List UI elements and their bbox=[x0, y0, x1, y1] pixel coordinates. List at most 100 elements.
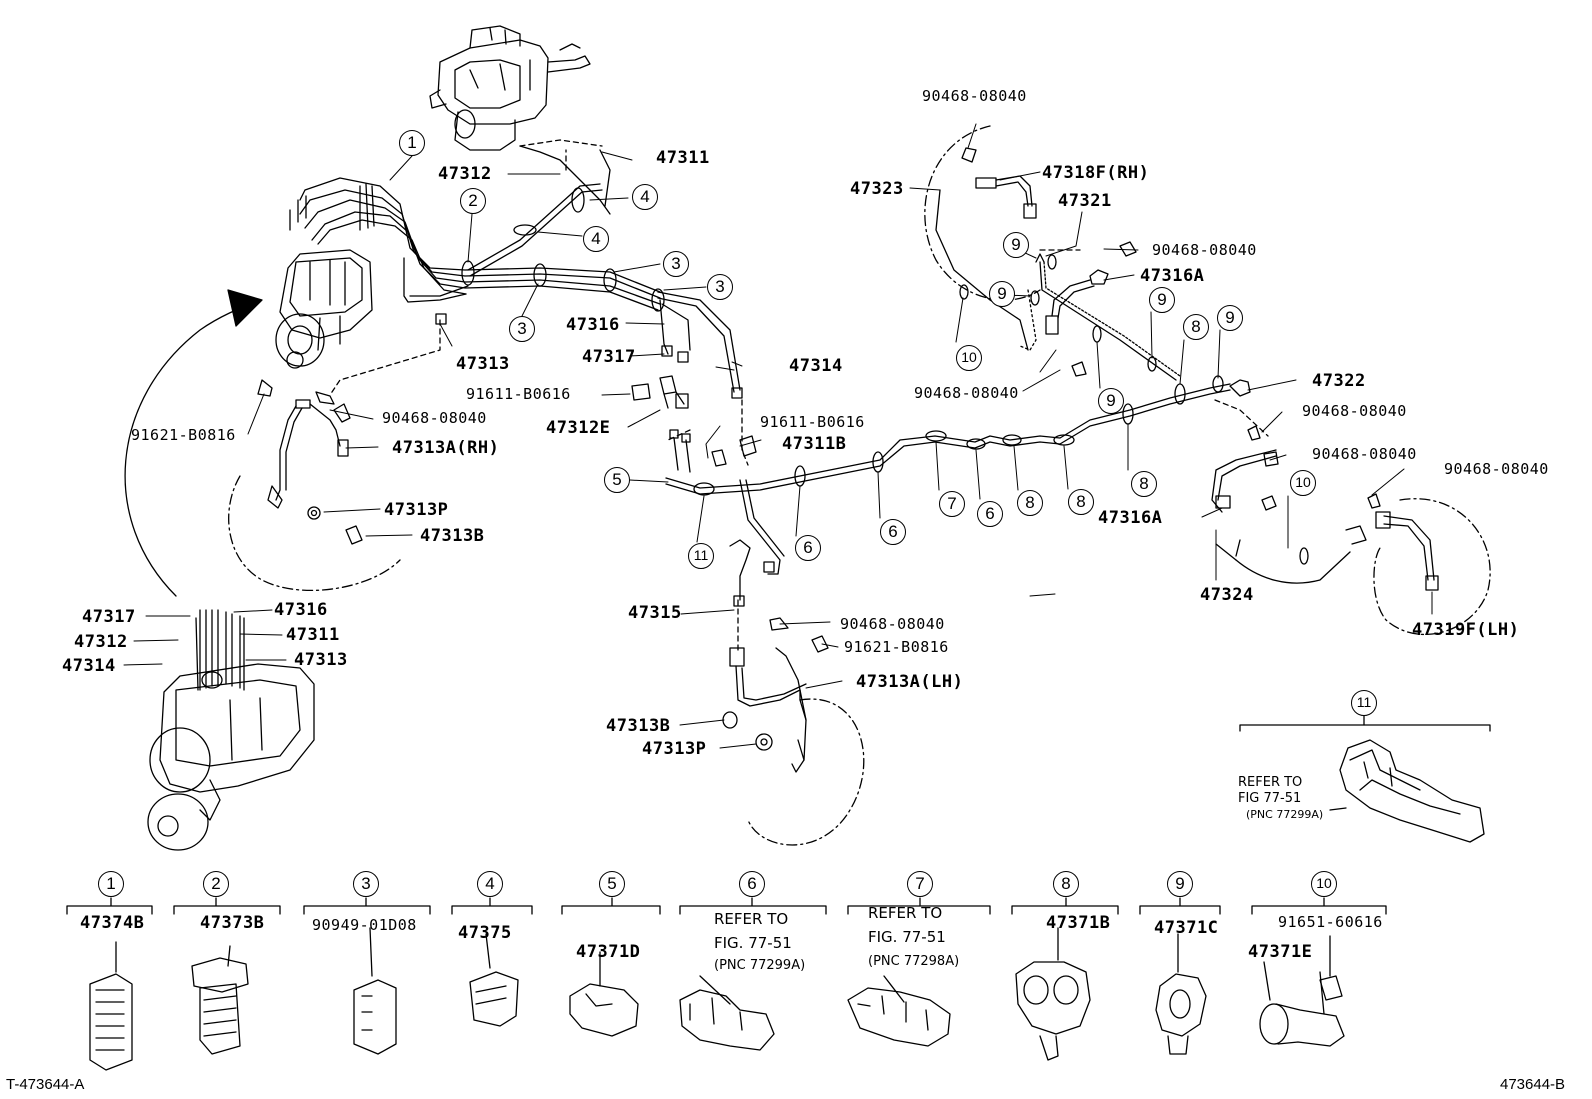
part-label-47312[interactable]: 47312 bbox=[438, 164, 492, 184]
callout-10[interactable]: 10 bbox=[1290, 470, 1316, 496]
part-label-47316A[interactable]: 47316A bbox=[1098, 508, 1163, 528]
label-leaders bbox=[123, 123, 1433, 749]
part-label-90468-08040[interactable]: 90468-08040 bbox=[922, 87, 1027, 105]
part-label-90468-08040[interactable]: 90468-08040 bbox=[840, 615, 945, 633]
part-label-47313[interactable]: 47313 bbox=[456, 354, 510, 374]
callout-9[interactable]: 9 bbox=[1149, 287, 1175, 313]
brake-tube-bundle bbox=[289, 145, 743, 399]
callout-8[interactable]: 8 bbox=[1017, 490, 1043, 516]
part-label-90468-08040[interactable]: 90468-08040 bbox=[382, 409, 487, 427]
legend-part-47371C[interactable]: 47371C bbox=[1154, 918, 1219, 938]
part-label-47312E[interactable]: 47312E bbox=[546, 418, 611, 438]
part-label-47314[interactable]: 47314 bbox=[62, 656, 116, 676]
legend-callout-1[interactable]: 1 bbox=[98, 871, 124, 897]
callout-9[interactable]: 9 bbox=[1217, 305, 1243, 331]
callout-9[interactable]: 9 bbox=[1003, 232, 1029, 258]
part-label-47318F-RH[interactable]: 47318F(RH) bbox=[1042, 163, 1150, 183]
part-label-47313B[interactable]: 47313B bbox=[420, 526, 485, 546]
part-label-47321[interactable]: 47321 bbox=[1058, 191, 1112, 211]
part-label-90468-08040[interactable]: 90468-08040 bbox=[1444, 460, 1549, 478]
callout-10[interactable]: 10 bbox=[956, 345, 982, 371]
part-label-47313P[interactable]: 47313P bbox=[384, 500, 449, 520]
callout-6[interactable]: 6 bbox=[795, 535, 821, 561]
legend-part-47371B[interactable]: 47371B bbox=[1046, 913, 1111, 933]
callout-11[interactable]: 11 bbox=[688, 543, 714, 569]
legend-7-note-line3: (PNC 77298A) bbox=[868, 954, 960, 969]
part-label-47317[interactable]: 47317 bbox=[82, 607, 136, 627]
legend-7-note-line1: REFER TO bbox=[868, 904, 943, 922]
legend-callout-2[interactable]: 2 bbox=[203, 871, 229, 897]
part-label-91611-B0616[interactable]: 91611-B0616 bbox=[760, 413, 865, 431]
part-label-91621-B0816[interactable]: 91621-B0816 bbox=[844, 638, 949, 656]
part-label-47314[interactable]: 47314 bbox=[789, 356, 843, 376]
part-label-47311[interactable]: 47311 bbox=[286, 625, 340, 645]
callout-7[interactable]: 7 bbox=[939, 491, 965, 517]
callout-9[interactable]: 9 bbox=[989, 281, 1015, 307]
callout-6[interactable]: 6 bbox=[880, 519, 906, 545]
part-label-47316A[interactable]: 47316A bbox=[1140, 266, 1205, 286]
callout-2[interactable]: 2 bbox=[460, 188, 486, 214]
legend-part-47374B[interactable]: 47374B bbox=[80, 913, 145, 933]
legend-part-47371E[interactable]: 47371E bbox=[1248, 942, 1313, 962]
part-label-91621-B0816[interactable]: 91621-B0816 bbox=[131, 426, 236, 444]
part-label-47316[interactable]: 47316 bbox=[566, 315, 620, 335]
legend-6-note-line2: FIG. 77-51 bbox=[714, 934, 792, 952]
legend-part-91651-60616[interactable]: 91651-60616 bbox=[1278, 913, 1383, 931]
part-label-47311[interactable]: 47311 bbox=[656, 148, 710, 168]
part-label-47317[interactable]: 47317 bbox=[582, 347, 636, 367]
legend-callout-6[interactable]: 6 bbox=[739, 871, 765, 897]
callout-9[interactable]: 9 bbox=[1098, 388, 1124, 414]
part-label-47319F-LH[interactable]: 47319F(LH) bbox=[1412, 620, 1520, 640]
inset-11-drawing bbox=[1239, 715, 1491, 843]
part-label-90468-08040[interactable]: 90468-08040 bbox=[914, 384, 1019, 402]
part-label-47313A-RH[interactable]: 47313A(RH) bbox=[392, 438, 500, 458]
figure-code-right: 473644-B bbox=[1500, 1076, 1566, 1093]
inset-11-note-line2: FIG 77-51 bbox=[1238, 791, 1302, 806]
figure-code-left: T-473644-A bbox=[6, 1076, 85, 1093]
part-label-90468-08040[interactable]: 90468-08040 bbox=[1152, 241, 1257, 259]
legend-part-47373B[interactable]: 47373B bbox=[200, 913, 265, 933]
part-label-47312[interactable]: 47312 bbox=[74, 632, 128, 652]
legend-6-note-line3: (PNC 77299A) bbox=[714, 958, 806, 973]
part-label-47322[interactable]: 47322 bbox=[1312, 371, 1366, 391]
inset-11-note-line3: (PNC 77299A) bbox=[1246, 808, 1324, 821]
abs-unit-upper bbox=[275, 249, 373, 369]
part-label-91611-B0616[interactable]: 91611-B0616 bbox=[466, 385, 571, 403]
callout-5[interactable]: 5 bbox=[604, 467, 630, 493]
legend-callout-8[interactable]: 8 bbox=[1053, 871, 1079, 897]
callout-4[interactable]: 4 bbox=[583, 226, 609, 252]
callout-1[interactable]: 1 bbox=[399, 130, 425, 156]
legend-callout-7[interactable]: 7 bbox=[907, 871, 933, 897]
callout-3[interactable]: 3 bbox=[509, 316, 535, 342]
legend-callout-5[interactable]: 5 bbox=[599, 871, 625, 897]
callout-3[interactable]: 3 bbox=[707, 274, 733, 300]
legend-drawings bbox=[66, 897, 1387, 1071]
callout-4[interactable]: 4 bbox=[632, 184, 658, 210]
legend-part-90949-01D08[interactable]: 90949-01D08 bbox=[312, 916, 417, 934]
part-label-47313A-LH[interactable]: 47313A(LH) bbox=[856, 672, 964, 692]
callout-8[interactable]: 8 bbox=[1183, 314, 1209, 340]
part-label-90468-08040[interactable]: 90468-08040 bbox=[1312, 445, 1417, 463]
part-label-90468-08040[interactable]: 90468-08040 bbox=[1302, 402, 1407, 420]
legend-part-47375[interactable]: 47375 bbox=[458, 923, 512, 943]
callout-8[interactable]: 8 bbox=[1131, 471, 1157, 497]
part-label-47313[interactable]: 47313 bbox=[294, 650, 348, 670]
legend-callout-3[interactable]: 3 bbox=[353, 871, 379, 897]
part-label-47316[interactable]: 47316 bbox=[274, 600, 328, 620]
callout-8[interactable]: 8 bbox=[1068, 489, 1094, 515]
legend-callout-10[interactable]: 10 bbox=[1311, 871, 1337, 897]
part-label-47315[interactable]: 47315 bbox=[628, 603, 682, 623]
part-label-47311B[interactable]: 47311B bbox=[782, 434, 847, 454]
inset-11-callout[interactable]: 11 bbox=[1351, 690, 1377, 716]
callout-6[interactable]: 6 bbox=[977, 501, 1003, 527]
part-label-47313P[interactable]: 47313P bbox=[642, 739, 707, 759]
abs-unit-lower bbox=[147, 609, 315, 851]
part-label-47324[interactable]: 47324 bbox=[1200, 585, 1254, 605]
callout-3[interactable]: 3 bbox=[663, 251, 689, 277]
part-label-47323[interactable]: 47323 bbox=[850, 179, 904, 199]
legend-callout-9[interactable]: 9 bbox=[1167, 871, 1193, 897]
legend-callout-4[interactable]: 4 bbox=[477, 871, 503, 897]
legend-part-47371D[interactable]: 47371D bbox=[576, 942, 641, 962]
part-label-47313B[interactable]: 47313B bbox=[606, 716, 671, 736]
